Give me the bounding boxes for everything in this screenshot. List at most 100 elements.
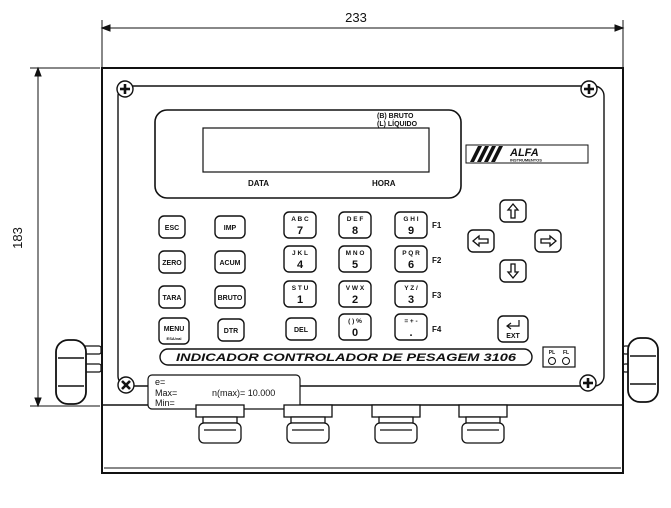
- width-dimension-value: 233: [345, 10, 367, 25]
- label-nmax: n(max)= 10.000: [212, 388, 275, 398]
- esc-button[interactable]: ESC: [158, 215, 186, 239]
- key-7[interactable]: A B C 7: [283, 211, 317, 239]
- dtr-button-label: DTR: [224, 328, 238, 335]
- brand-logo-text: ALFA: [509, 147, 539, 159]
- phillips-screw-icon: [117, 376, 135, 394]
- phillips-screw-icon: [579, 374, 597, 392]
- key-2-digit: 2: [352, 294, 358, 306]
- tara-button-label: TARA: [163, 295, 182, 302]
- key-2[interactable]: V W X 2: [338, 280, 372, 308]
- key-7-letters: A B C: [291, 216, 309, 223]
- cable-gland: [195, 404, 245, 444]
- label-plate: e= Max= Min= n(max)= 10.000: [147, 374, 301, 410]
- key-6-digit: 6: [408, 259, 414, 271]
- cable-gland: [371, 404, 421, 444]
- acum-button[interactable]: ACUM: [214, 250, 246, 274]
- ext-enter-button[interactable]: EXT: [497, 315, 529, 343]
- key-3-digit: 3: [408, 294, 414, 306]
- arrow-right-button[interactable]: [534, 229, 562, 253]
- key-0-letters: ( ) %: [348, 318, 362, 325]
- key-3-letters: Y Z /: [404, 285, 418, 292]
- key-9-digit: 9: [408, 225, 414, 237]
- imp-button[interactable]: IMP: [214, 215, 246, 239]
- height-dimension: [30, 66, 100, 408]
- mode-liquido-label: (L) LÍQUIDO: [377, 119, 418, 128]
- label-e: e=: [155, 377, 165, 387]
- key-0-digit: 0: [352, 327, 358, 339]
- key-6[interactable]: P Q R 6: [394, 245, 428, 273]
- data-label: DATA: [248, 179, 269, 188]
- menu-button-sublabel: ESA/val: [167, 336, 182, 341]
- f1-label: F1: [432, 221, 442, 230]
- key-9-letters: G H I: [403, 216, 418, 223]
- key-dot-letters: = + -: [404, 318, 417, 325]
- hora-label: HORA: [372, 179, 396, 188]
- key-4[interactable]: J K L 4: [283, 245, 317, 273]
- key-1-letters: S T U: [292, 285, 309, 292]
- key-8-digit: 8: [352, 225, 358, 237]
- del-button-label: DEL: [294, 327, 309, 334]
- key-5[interactable]: M N O 5: [338, 245, 372, 273]
- imp-button-label: IMP: [224, 225, 237, 232]
- dtr-button[interactable]: DTR: [217, 318, 245, 342]
- key-4-digit: 4: [297, 259, 304, 271]
- left-mount-knob[interactable]: [55, 339, 102, 405]
- enter-icon: [506, 320, 520, 330]
- key-5-letters: M N O: [346, 250, 365, 257]
- key-1-digit: 1: [297, 294, 303, 306]
- indicator-title-bar: [159, 348, 533, 366]
- menu-button-label: MENU: [164, 326, 185, 333]
- arrow-left-button[interactable]: [467, 229, 495, 253]
- key-6-letters: P Q R: [402, 250, 420, 257]
- arrow-left-icon: [471, 234, 489, 248]
- mode-bruto-label: (B) BRUTO: [377, 113, 414, 120]
- arrow-down-icon: [506, 263, 520, 280]
- key-3[interactable]: Y Z / 3: [394, 280, 428, 308]
- menu-button[interactable]: MENU ESA/val: [158, 317, 190, 345]
- arrow-up-icon: [506, 202, 520, 219]
- key-9[interactable]: G H I 9: [394, 211, 428, 239]
- key-0[interactable]: ( ) % 0: [338, 313, 372, 341]
- f2-label: F2: [432, 256, 442, 265]
- ext-label: EXT: [506, 333, 520, 340]
- key-2-letters: V W X: [346, 285, 365, 292]
- key-dot[interactable]: = + - .: [394, 313, 428, 341]
- key-7-digit: 7: [297, 225, 303, 237]
- del-button[interactable]: DEL: [285, 317, 317, 341]
- brand-logo-subtext: INSTRUMENTOS: [510, 158, 542, 163]
- cable-gland: [283, 404, 333, 444]
- brand-logo: ALFA INSTRUMENTOS: [465, 144, 589, 164]
- badge-right-label: FL: [563, 350, 569, 356]
- key-8-letters: D E F: [347, 216, 364, 223]
- f3-label: F3: [432, 291, 442, 300]
- tara-button[interactable]: TARA: [158, 285, 186, 309]
- certification-badge: PL FL: [542, 346, 576, 368]
- key-5-digit: 5: [352, 259, 358, 271]
- zero-button[interactable]: ZERO: [158, 250, 186, 274]
- arrow-down-button[interactable]: [499, 259, 527, 283]
- acum-button-label: ACUM: [220, 260, 241, 267]
- key-dot-digit: .: [409, 327, 412, 339]
- right-mount-knob[interactable]: [622, 337, 659, 403]
- cable-gland: [458, 404, 508, 444]
- display-screen: [202, 127, 430, 173]
- bruto-button-label: BRUTO: [218, 295, 243, 302]
- phillips-screw-icon: [580, 80, 598, 98]
- phillips-screw-icon: [116, 80, 134, 98]
- indicator-title: INDICADOR CONTROLADOR DE PESAGEM 3106: [176, 352, 517, 364]
- arrow-right-icon: [540, 234, 558, 248]
- key-8[interactable]: D E F 8: [338, 211, 372, 239]
- label-min: Min=: [155, 398, 175, 408]
- esc-button-label: ESC: [165, 225, 179, 232]
- zero-button-label: ZERO: [162, 260, 182, 267]
- height-dimension-value: 183: [10, 227, 25, 249]
- width-dimension: [100, 20, 625, 74]
- label-max: Max=: [155, 388, 177, 398]
- badge-left-label: PL: [549, 350, 555, 356]
- key-1[interactable]: S T U 1: [283, 280, 317, 308]
- f4-label: F4: [432, 325, 442, 334]
- arrow-up-button[interactable]: [499, 199, 527, 223]
- bruto-button[interactable]: BRUTO: [214, 285, 246, 309]
- key-4-letters: J K L: [292, 250, 308, 257]
